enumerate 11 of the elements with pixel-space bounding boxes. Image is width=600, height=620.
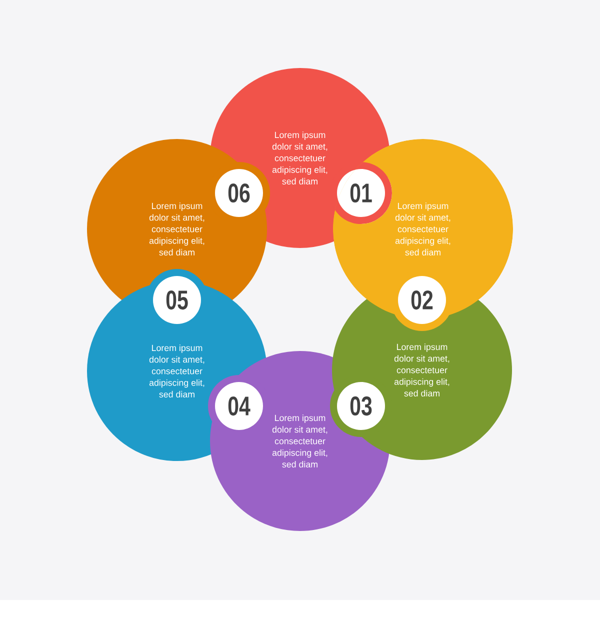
number-badge: 04 <box>208 375 270 437</box>
node-label: 01 <box>350 183 372 203</box>
node-label: 03 <box>350 396 372 416</box>
node-label: 02 <box>411 290 433 310</box>
number-badge: 05 <box>146 269 208 331</box>
number-badge: 06 <box>208 162 270 224</box>
number-badge: 02 <box>391 269 453 331</box>
number-badge: 03 <box>330 375 392 437</box>
node-label: 04 <box>228 396 250 416</box>
node-label: 05 <box>166 290 188 310</box>
node-label: 06 <box>228 183 250 203</box>
